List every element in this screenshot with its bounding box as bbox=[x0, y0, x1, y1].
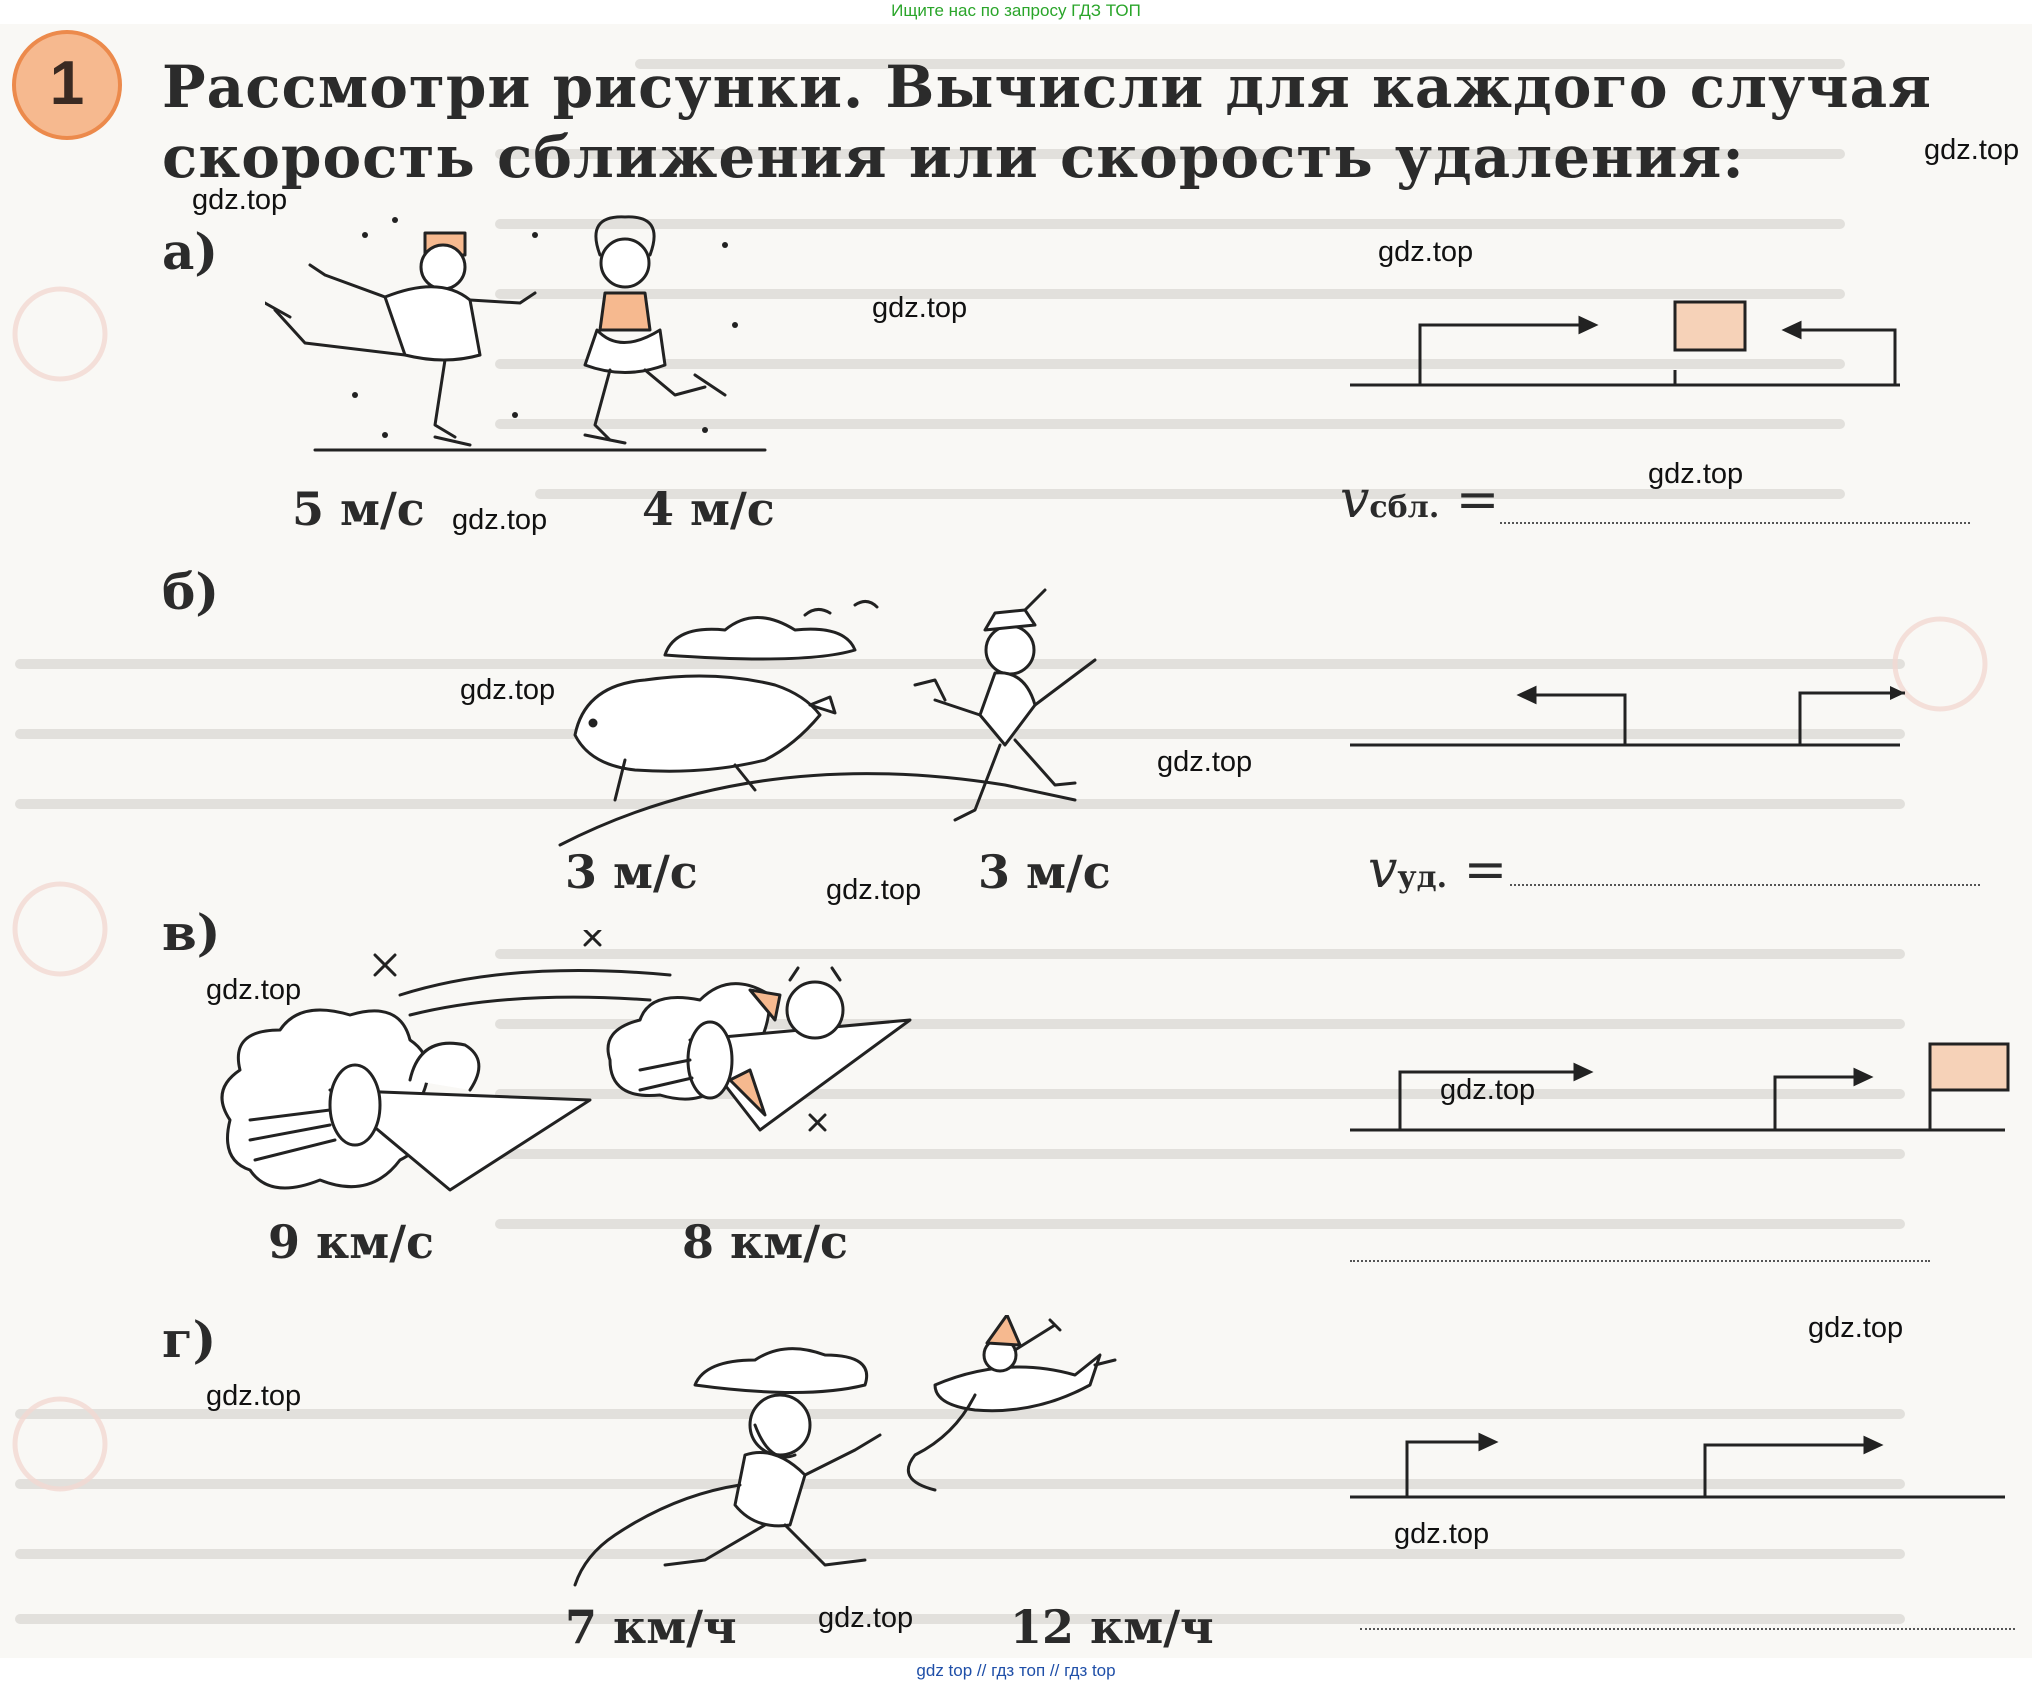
diagram-b-separation bbox=[1350, 685, 1905, 747]
watermark: gdz.top bbox=[452, 504, 548, 536]
formula-approach-speed: vсбл. = bbox=[1340, 470, 1499, 530]
hunter-bear-illustration bbox=[558, 588, 1097, 847]
formula-eq: = bbox=[1463, 840, 1508, 900]
watermark: gdz.top bbox=[1394, 1518, 1490, 1550]
speed-c-right: 8 км/с bbox=[682, 1215, 849, 1269]
part-b-label: б) bbox=[162, 562, 220, 621]
rockets-illustration bbox=[220, 930, 912, 1192]
object-box bbox=[1673, 300, 1747, 352]
watermark: gdz.top bbox=[1808, 1312, 1904, 1344]
speed-c-left: 9 км/с bbox=[268, 1215, 435, 1269]
watermark: gdz.top bbox=[1648, 458, 1744, 490]
formula-var: v bbox=[1340, 470, 1370, 530]
speed-b-right: 3 м/с bbox=[978, 845, 1111, 899]
watermark: gdz.top bbox=[1440, 1074, 1536, 1106]
speed-a-left: 5 м/с bbox=[292, 482, 425, 536]
answer-line-c[interactable] bbox=[1350, 1260, 1930, 1262]
skaters-illustration bbox=[265, 215, 767, 452]
task-instruction: Рассмотри рисунки. Вычисли для каждого с… bbox=[162, 53, 1933, 191]
watermark: gdz.top bbox=[872, 292, 968, 324]
watermark: gdz.top bbox=[818, 1602, 914, 1634]
speed-d-right: 12 км/ч bbox=[1010, 1600, 1214, 1654]
answer-line-b[interactable] bbox=[1510, 884, 1980, 886]
formula-eq: = bbox=[1455, 470, 1500, 530]
diagram-a-approach bbox=[1350, 300, 1900, 387]
part-d-label: г) bbox=[162, 1310, 217, 1369]
answer-line-a[interactable] bbox=[1500, 522, 1970, 524]
fairy-tale-chase-illustration bbox=[573, 1315, 1117, 1587]
diagram-d-same-direction bbox=[1350, 1432, 2005, 1499]
part-a-label: а) bbox=[162, 222, 219, 281]
diagram-c-same-direction bbox=[1350, 1042, 2010, 1132]
formula-sub: сбл. bbox=[1369, 490, 1440, 525]
top-banner[interactable]: Ищите нас по запросу ГДЗ ТОП bbox=[891, 1, 1141, 20]
formula-sub: уд. bbox=[1397, 860, 1448, 895]
bottom-banner[interactable]: gdz top // гдз топ // гдз top bbox=[916, 1661, 1116, 1680]
watermark: gdz.top bbox=[1924, 134, 2020, 166]
watermark: gdz.top bbox=[460, 674, 556, 706]
watermark: gdz.top bbox=[1378, 236, 1474, 268]
task-number-badge: 1 bbox=[12, 30, 122, 140]
watermark: gdz.top bbox=[192, 184, 288, 216]
speed-d-left: 7 км/ч bbox=[565, 1600, 737, 1654]
speed-b-left: 3 м/с bbox=[565, 845, 698, 899]
watermark: gdz.top bbox=[206, 1380, 302, 1412]
formula-separation-speed: vуд. = bbox=[1368, 840, 1507, 900]
answer-line-d[interactable] bbox=[1360, 1628, 2015, 1630]
speed-a-right: 4 м/с bbox=[642, 482, 775, 536]
object-box bbox=[1928, 1042, 2010, 1092]
watermark: gdz.top bbox=[1157, 746, 1253, 778]
watermark: gdz.top bbox=[206, 974, 302, 1006]
part-c-label: в) bbox=[162, 903, 221, 962]
formula-var: v bbox=[1368, 840, 1398, 900]
watermark: gdz.top bbox=[826, 874, 922, 906]
